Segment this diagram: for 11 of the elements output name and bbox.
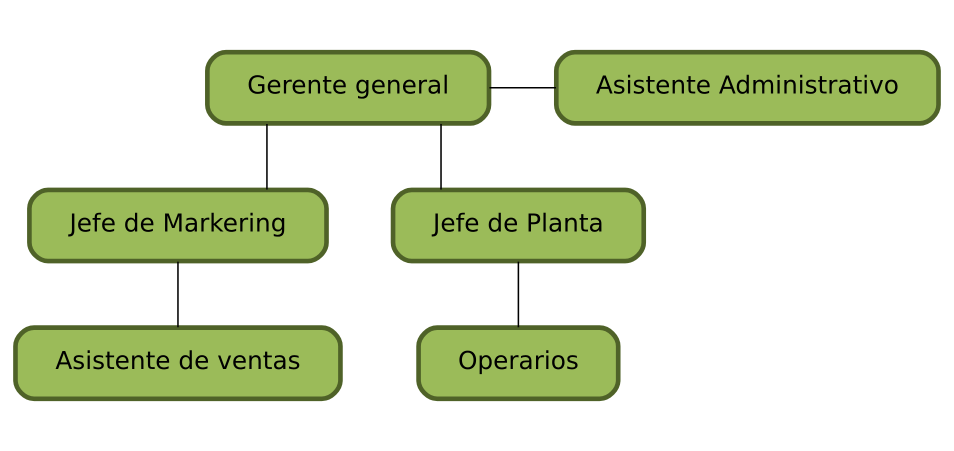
connector — [177, 262, 179, 328]
connector — [266, 124, 268, 190]
connector — [490, 87, 556, 89]
node-box: Asistente de ventas — [13, 325, 343, 402]
node-box: Asistente Administrativo — [554, 50, 941, 126]
node-box: Operarios — [416, 325, 621, 402]
node-box: Jefe de Markering — [27, 188, 329, 264]
connector — [440, 124, 442, 190]
node-box: Gerente general — [205, 50, 492, 126]
node-box: Jefe de Planta — [390, 188, 646, 264]
connector — [518, 262, 520, 328]
